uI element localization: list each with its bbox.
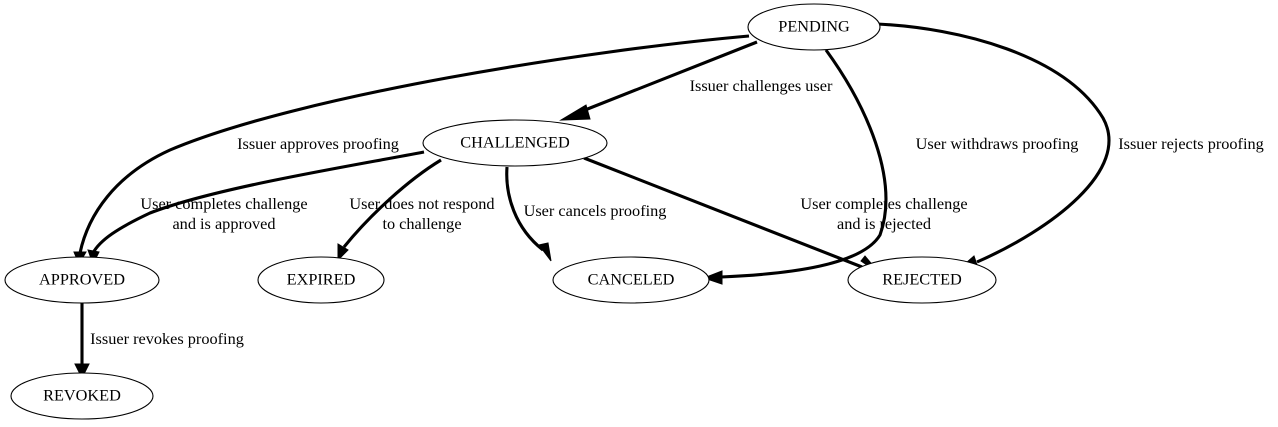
edge-path-pending-challenged	[584, 40, 758, 112]
edge-path-challenged-rejected	[583, 156, 863, 269]
edge-pending-to-canceled	[702, 49, 888, 285]
edge-path-challenged-canceled	[505, 166, 544, 252]
edge-label-challenged-canceled: User cancels proofing	[524, 201, 667, 220]
node-label-rejected: REJECTED	[882, 270, 962, 289]
node-rejected[interactable]: REJECTED	[847, 256, 997, 304]
arrowhead-expired-from-challenged	[337, 243, 349, 262]
edge-label-challenged-expired-line1: User does not respond	[349, 194, 494, 213]
node-pending[interactable]: PENDING	[747, 3, 881, 51]
edge-label-challenged-rejected: User completes challenge and is rejected	[800, 194, 967, 233]
node-canceled[interactable]: CANCELED	[552, 256, 710, 304]
edge-label-challenged-rejected-line1: User completes challenge	[800, 194, 967, 213]
edge-path-pending-canceled	[720, 49, 888, 279]
node-ellipse-rejected	[847, 256, 997, 304]
node-expired[interactable]: EXPIRED	[257, 256, 385, 304]
edge-label-pending-approved: Issuer approves proofing	[237, 134, 399, 153]
edge-approved-to-revoked	[74, 303, 90, 380]
edge-challenged-to-canceled	[505, 166, 552, 262]
edge-pending-to-challenged	[559, 40, 758, 121]
node-approved[interactable]: APPROVED	[4, 256, 160, 304]
arrowhead-canceled-from-pending	[702, 270, 723, 285]
node-ellipse-revoked	[10, 372, 154, 420]
node-label-revoked: REVOKED	[43, 386, 121, 405]
node-ellipse-pending	[747, 3, 881, 51]
node-label-canceled: CANCELED	[588, 270, 675, 289]
edge-path-pending-approved	[78, 34, 750, 254]
node-ellipse-approved	[4, 256, 160, 304]
edge-label-pending-rejected: Issuer rejects proofing	[1118, 134, 1264, 153]
node-label-approved: APPROVED	[39, 270, 125, 289]
node-challenged[interactable]: CHALLENGED	[422, 119, 608, 167]
node-label-expired: EXPIRED	[287, 270, 356, 289]
edge-path-pending-rejected	[876, 22, 1111, 264]
node-label-challenged: CHALLENGED	[460, 133, 570, 152]
edge-label-pending-challenged: Issuer challenges user	[690, 76, 833, 95]
arrowhead-challenged-from-pending	[559, 104, 591, 121]
edge-challenged-to-expired	[337, 158, 442, 262]
node-ellipse-expired	[257, 256, 385, 304]
node-ellipse-canceled	[552, 256, 710, 304]
node-ellipse-challenged	[422, 119, 608, 167]
edge-path-challenged-approved	[91, 150, 425, 254]
edge-label-challenged-expired: User does not respond to challenge	[349, 194, 494, 233]
node-label-pending: PENDING	[778, 17, 850, 36]
node-revoked[interactable]: REVOKED	[10, 372, 154, 420]
edge-label-challenged-approved-line1: User completes challenge	[140, 194, 307, 213]
edge-label-challenged-expired-line2: to challenge	[382, 214, 461, 233]
edge-label-approved-revoked: Issuer revokes proofing	[90, 329, 244, 348]
arrowhead-revoked-from-approved	[74, 363, 90, 380]
edge-label-challenged-approved-line2: and is approved	[172, 214, 275, 233]
edge-path-challenged-expired	[342, 158, 442, 248]
edge-label-challenged-approved: User completes challenge and is approved	[140, 194, 307, 233]
edge-label-challenged-rejected-line2: and is rejected	[837, 214, 931, 233]
arrowhead-canceled-from-challenged	[538, 242, 552, 262]
edge-label-pending-canceled: User withdraws proofing	[916, 134, 1079, 153]
